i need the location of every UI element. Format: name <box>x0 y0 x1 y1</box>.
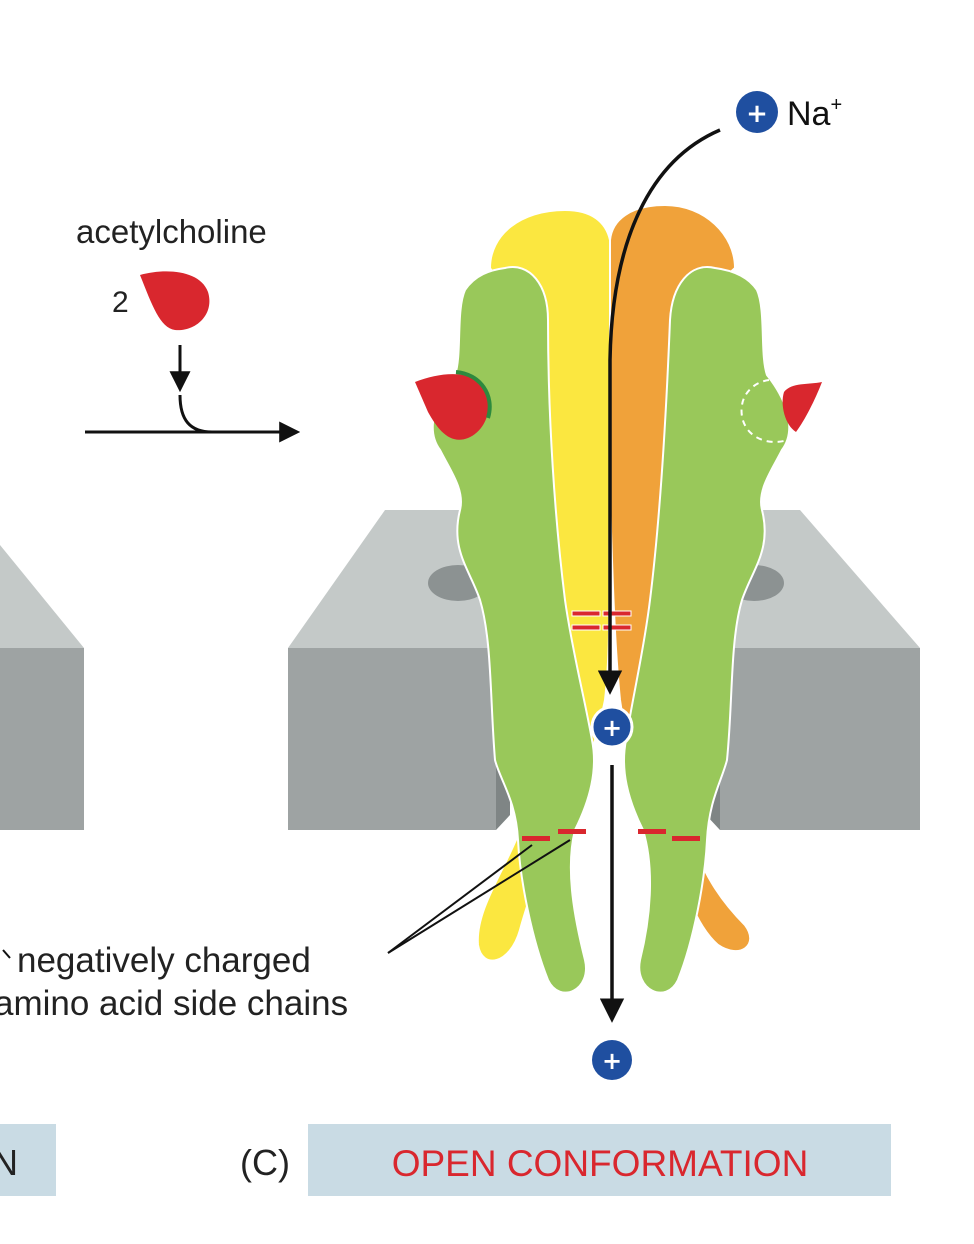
svg-text:+: + <box>602 714 622 742</box>
acetylcholine-icon <box>140 271 210 331</box>
green-subunit-left <box>431 266 595 994</box>
sodium-ion-in-pore: + <box>590 705 634 749</box>
left-panel-banner-fragment: N <box>0 1142 18 1183</box>
sodium-ion-bottom: + <box>592 1040 632 1080</box>
left-panel-banner <box>0 1124 56 1196</box>
ion-path-arrow-upper <box>597 128 721 695</box>
acetylcholine-bound-right <box>782 382 822 432</box>
negative-charges-lower <box>522 829 700 841</box>
annotation-line-2: amino acid side chains <box>0 984 348 1023</box>
left-membrane-fragment <box>0 545 84 830</box>
reaction-arrow-bend <box>178 394 213 434</box>
annotation-tick <box>2 949 11 959</box>
annotation-line-1: negatively charged <box>17 941 311 980</box>
svg-text:+: + <box>602 1047 622 1075</box>
svg-text:+: + <box>746 99 768 129</box>
green-subunit-right <box>623 266 791 994</box>
negative-charges-upper <box>571 610 632 631</box>
ion-label: Na+ <box>787 94 842 133</box>
sodium-ion-top: + <box>736 91 778 133</box>
panel-title: OPEN CONFORMATION <box>392 1143 809 1184</box>
acetylcholine-count: 2 <box>112 286 129 319</box>
panel-title-banner <box>308 1124 891 1196</box>
annotation-leader-lines <box>387 839 571 954</box>
acetylcholine-label: acetylcholine <box>76 213 267 250</box>
acetylcholine-bound-left <box>415 374 489 440</box>
channel-protein <box>415 203 822 994</box>
binding-site-left-rim <box>455 370 492 419</box>
panel-letter: (C) <box>240 1142 290 1183</box>
